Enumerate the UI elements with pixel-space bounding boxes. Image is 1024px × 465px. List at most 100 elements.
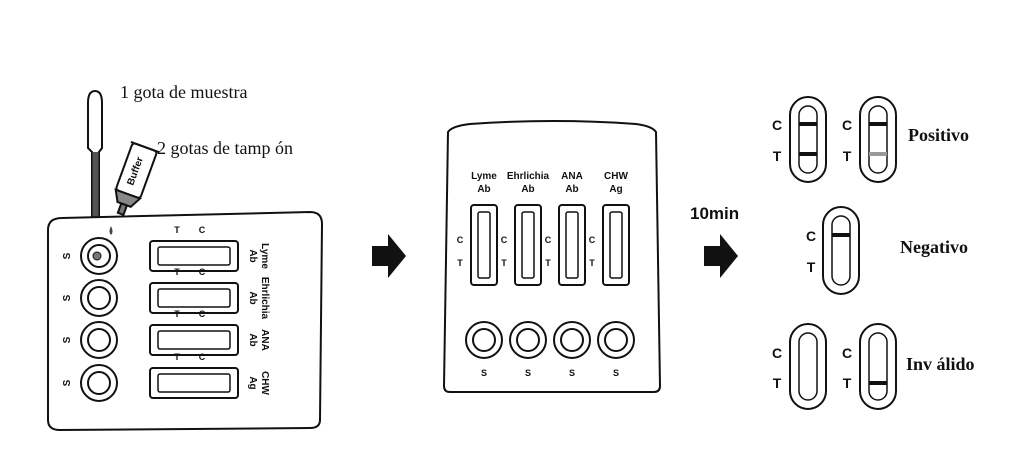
row-name-line2: Ab xyxy=(247,291,258,304)
result-negative-label: Negativo xyxy=(900,237,968,257)
result-positive-label: Positivo xyxy=(908,125,969,145)
row-name-line2: Ab xyxy=(247,333,258,346)
column-name-line1: Ehrlichia xyxy=(507,171,550,182)
sample-well-inner xyxy=(560,328,584,352)
test-strip-inner xyxy=(477,211,491,279)
sample-well-inner xyxy=(87,371,111,395)
t-label: T xyxy=(174,225,180,235)
s-label: S xyxy=(613,368,619,378)
t-label: T xyxy=(589,258,595,268)
arrow-right-icon xyxy=(372,234,406,278)
s-label: S xyxy=(62,294,73,301)
s-label: S xyxy=(569,368,575,378)
s-label: S xyxy=(525,368,531,378)
dropper-icon xyxy=(87,89,103,233)
c-label: C xyxy=(842,117,852,133)
t-label: T xyxy=(174,352,180,362)
c-label: C xyxy=(199,309,206,319)
result-negative xyxy=(822,206,860,295)
sample-drop-icon xyxy=(92,251,102,261)
row-name-line1: CHW xyxy=(259,371,270,395)
buffer-bottle-icon xyxy=(114,141,160,217)
t-label: T xyxy=(843,375,852,391)
result-invalid-test-only xyxy=(859,323,897,410)
buffer-drop-label: 2 gotas de tamp ón xyxy=(157,138,293,158)
column-name-line1: Lyme xyxy=(471,171,497,182)
c-label: C xyxy=(199,225,206,235)
cassette-1-body xyxy=(47,210,324,432)
c-label: C xyxy=(199,267,206,277)
test-line xyxy=(869,381,887,385)
column-name-line2: Ag xyxy=(609,184,622,195)
sample-well-inner xyxy=(472,328,496,352)
sample-well-inner xyxy=(87,328,111,352)
result-strip-inner xyxy=(798,105,818,174)
timer-label: 10min xyxy=(690,204,739,223)
result-invalid-label: Inv álido xyxy=(906,354,975,374)
control-line xyxy=(799,122,817,126)
column-name-line2: Ab xyxy=(477,184,490,195)
step1-group: Buffer xyxy=(47,89,324,432)
test-strip-inner xyxy=(609,211,623,279)
test-line-faint xyxy=(869,152,887,156)
result-positive-weak xyxy=(859,96,897,183)
s-label: S xyxy=(481,368,487,378)
c-label: C xyxy=(842,345,852,361)
sample-drop-label: 1 gota de muestra xyxy=(120,82,247,102)
t-label: T xyxy=(545,258,551,268)
test-strip-inner xyxy=(157,373,231,393)
result-strip-inner xyxy=(868,332,888,401)
row-name-line1: Lyme xyxy=(259,243,270,269)
c-label: C xyxy=(199,352,206,362)
c-label: C xyxy=(772,117,782,133)
row-name-line2: Ag xyxy=(247,376,258,389)
t-label: T xyxy=(457,258,463,268)
c-label: C xyxy=(457,235,464,245)
test-strip-inner xyxy=(565,211,579,279)
c-label: C xyxy=(806,228,816,244)
test-strip-inner xyxy=(521,211,535,279)
result-strip-inner xyxy=(868,105,888,174)
s-label: S xyxy=(62,379,73,386)
row-name-line2: Ab xyxy=(247,249,258,262)
t-label: T xyxy=(773,375,782,391)
c-label: C xyxy=(589,235,596,245)
c-label: C xyxy=(772,345,782,361)
column-name-line1: CHW xyxy=(604,171,628,182)
test-strip-inner xyxy=(157,330,231,350)
test-line xyxy=(799,152,817,156)
control-line xyxy=(832,233,850,237)
result-strip-inner xyxy=(831,215,851,286)
test-strip-inner xyxy=(157,246,231,266)
column-name-line1: ANA xyxy=(561,171,583,182)
c-label: C xyxy=(501,235,508,245)
c-label: C xyxy=(545,235,552,245)
result-strip-inner xyxy=(798,332,818,401)
t-label: T xyxy=(174,309,180,319)
t-label: T xyxy=(773,148,782,164)
s-label: S xyxy=(62,336,73,343)
t-label: T xyxy=(174,267,180,277)
t-label: T xyxy=(501,258,507,268)
t-label: T xyxy=(843,148,852,164)
sample-well-inner xyxy=(604,328,628,352)
column-name-line2: Ab xyxy=(521,184,534,195)
row-name-line1: Ehrlichia xyxy=(259,277,270,320)
result-positive-strong xyxy=(789,96,827,183)
row-name-line1: ANA xyxy=(259,329,270,351)
step2-column-4: CHW AgC T S xyxy=(589,171,635,378)
s-label: S xyxy=(62,252,73,259)
